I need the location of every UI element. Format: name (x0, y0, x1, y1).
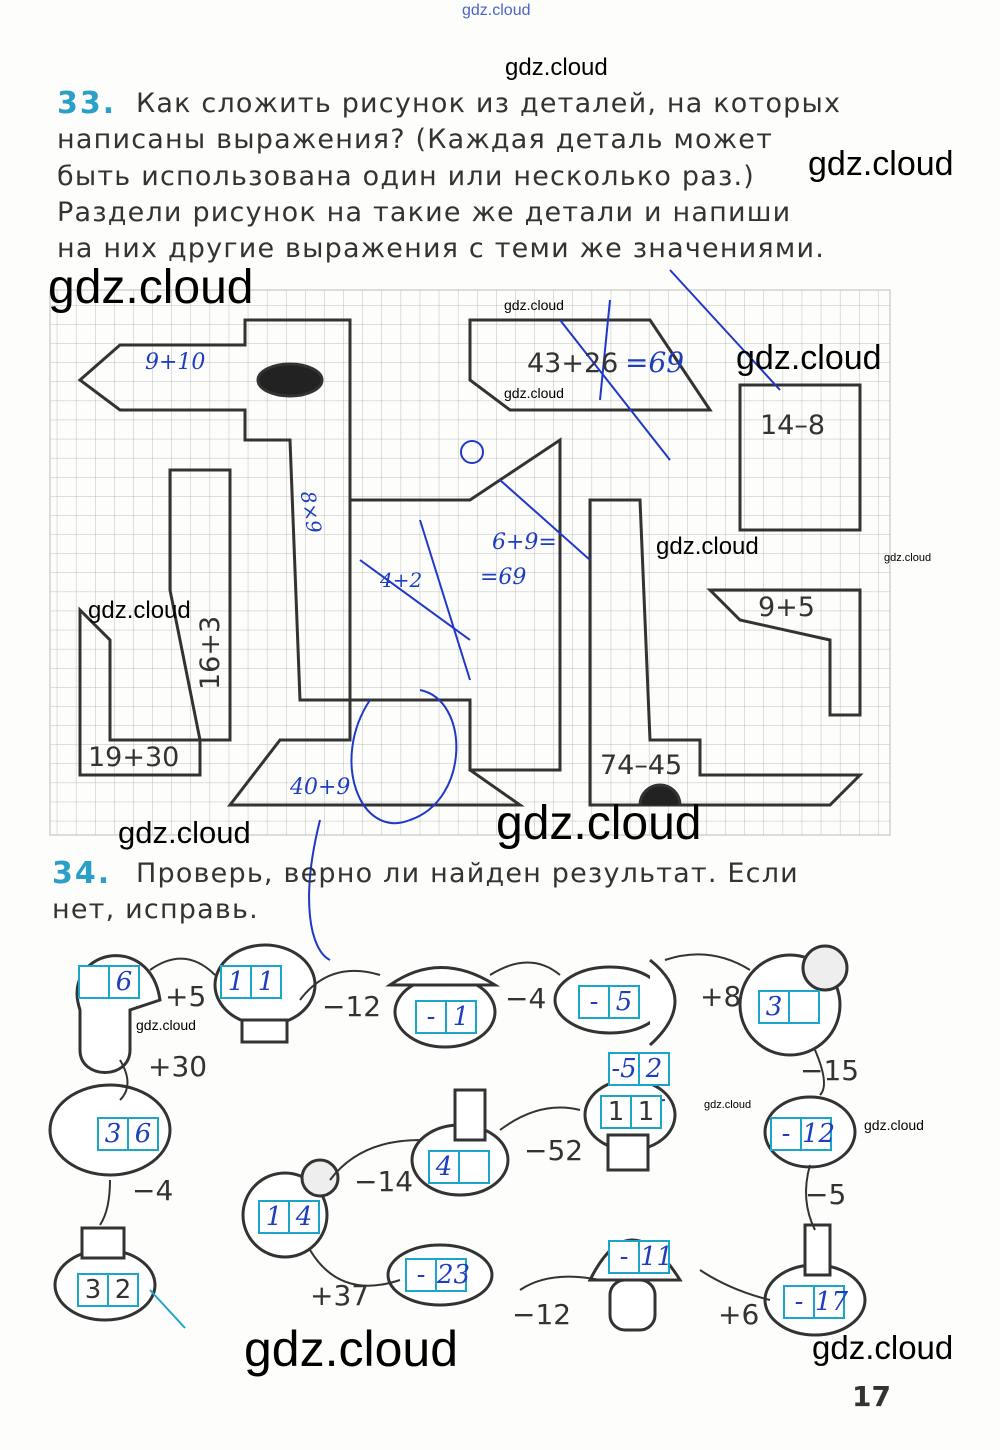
mushroom-box[interactable]: -1 (415, 1000, 477, 1034)
puzzle-outlines (77, 318, 864, 807)
puzzle-label: 43+26 (527, 348, 619, 379)
box-cell[interactable]: - (619, 1242, 629, 1272)
box-cell[interactable]: 3 (84, 1275, 102, 1305)
operation-label: −15 (800, 1054, 860, 1087)
watermark: gdz.cloud (656, 533, 759, 560)
mushroom-box[interactable]: -12 (770, 1117, 836, 1151)
operation-label: +5 (165, 980, 207, 1013)
box-cell[interactable]: 2 (107, 1275, 137, 1305)
box-cell[interactable]: 1 (445, 1002, 475, 1032)
box-cell[interactable]: 1 (265, 1202, 283, 1232)
watermark: gdz.cloud (808, 145, 954, 183)
watermark: gdz.cloud (704, 1099, 752, 1111)
box-cell[interactable]: - (589, 987, 599, 1017)
watermark: gdz.cloud (118, 815, 251, 850)
operation-label: −5 (805, 1178, 847, 1211)
box-cell[interactable]: - (426, 1002, 436, 1032)
operation-label: −52 (524, 1134, 584, 1167)
operation-label: +6 (718, 1298, 760, 1331)
puzzle-label: 14–8 (760, 410, 826, 441)
task-34-line: Проверь, верно ли найден результат. Если (136, 858, 799, 889)
box-cell[interactable]: 1 (630, 1097, 660, 1127)
task-33-line: написаны выражения? (Каждая деталь может (57, 124, 774, 155)
box-cell[interactable]: 3 (765, 992, 783, 1022)
box-cell[interactable]: 6 (108, 967, 138, 997)
box-cell[interactable]: 5 (608, 987, 638, 1017)
watermark: gdz.cloud (884, 552, 932, 564)
box-cell[interactable]: 1 (250, 967, 280, 997)
watermark: gdz.cloud (812, 1329, 954, 1366)
operation-label: −12 (322, 990, 382, 1023)
box-cell[interactable]: -5 (611, 1054, 637, 1084)
task-33-line: быть использована один или несколько раз… (57, 161, 756, 192)
watermark: gdz.cloud (504, 385, 564, 401)
operation-label: −4 (505, 982, 547, 1015)
watermark: gdz.cloud (88, 597, 191, 624)
mushroom-box[interactable]: 6 (78, 965, 140, 999)
box-cell[interactable] (458, 1152, 488, 1182)
watermark: gdz.cloud (48, 261, 254, 314)
watermark: gdz.cloud (136, 1017, 196, 1033)
box-cell[interactable]: - (781, 1119, 791, 1149)
box-cell[interactable] (788, 992, 818, 1022)
operation-label: +8 (700, 980, 742, 1013)
puzzle-label: 9+5 (758, 592, 815, 623)
handwritten-expression: 4+2 (380, 568, 423, 592)
box-cell[interactable]: 3 (104, 1119, 122, 1149)
handwritten-expression: 6+9= (492, 530, 557, 555)
puzzle-label: 19+30 (88, 742, 180, 773)
task-34-number: 34. (52, 856, 112, 891)
mushroom-box[interactable]: 4 (428, 1150, 490, 1184)
mushroom-box[interactable]: -5 (578, 985, 640, 1019)
box-cell[interactable]: 11 (638, 1242, 674, 1272)
box-cell[interactable]: 1 (227, 967, 245, 997)
watermark: gdz.cloud (496, 797, 702, 850)
box-cell[interactable]: 1 (607, 1097, 625, 1127)
puzzle-label: 74–45 (600, 750, 683, 781)
watermark: gdz.cloud (736, 339, 882, 377)
box-cell[interactable]: - (416, 1260, 426, 1290)
handwritten-strokes (308, 269, 781, 961)
watermark: gdz.cloud (505, 54, 608, 81)
box-cell[interactable]: 2 (638, 1054, 668, 1084)
box-cell[interactable] (80, 967, 108, 997)
box-cell[interactable]: 17 (813, 1287, 849, 1317)
mushroom-box[interactable]: 3 (758, 990, 820, 1024)
operation-label: +30 (148, 1050, 208, 1083)
mushroom-box[interactable]: -17 (783, 1285, 849, 1319)
box-cell[interactable]: - (794, 1287, 804, 1317)
task-33-line: Как сложить рисунок из деталей, на котор… (136, 88, 842, 119)
watermark-top: gdz.cloud (462, 2, 531, 19)
task-34-line: нет, исправь. (52, 894, 259, 925)
watermark: gdz.cloud (504, 297, 564, 313)
box-cell[interactable]: 23 (435, 1260, 471, 1290)
box-cell[interactable]: 6 (127, 1119, 157, 1149)
operation-label: −4 (132, 1174, 174, 1207)
box-cell[interactable]: 4 (435, 1152, 453, 1182)
operation-label: −12 (512, 1298, 572, 1331)
watermark: gdz.cloud (244, 1321, 459, 1377)
task-33-number: 33. (57, 86, 117, 121)
mushroom-box[interactable]: -23 (405, 1258, 471, 1292)
handwritten-expression: 40+9 (290, 775, 351, 800)
handwritten-answer: =69 (625, 346, 685, 379)
task-33-line: на них другие выражения с теми же значен… (57, 233, 825, 264)
watermark: gdz.cloud (864, 1117, 924, 1133)
box-cell[interactable]: 4 (288, 1202, 318, 1232)
box-cell[interactable]: 12 (800, 1119, 836, 1149)
operation-label: −14 (354, 1165, 414, 1198)
handwritten-expression: =69 (480, 565, 527, 590)
page-number: 17 (852, 1380, 891, 1413)
handwritten-expression: 9+10 (145, 350, 206, 375)
operation-label: +37 (310, 1279, 370, 1312)
task-33-line: Раздели рисунок на такие же детали и нап… (57, 197, 792, 228)
mushroom-box[interactable]: -11 (608, 1240, 674, 1274)
